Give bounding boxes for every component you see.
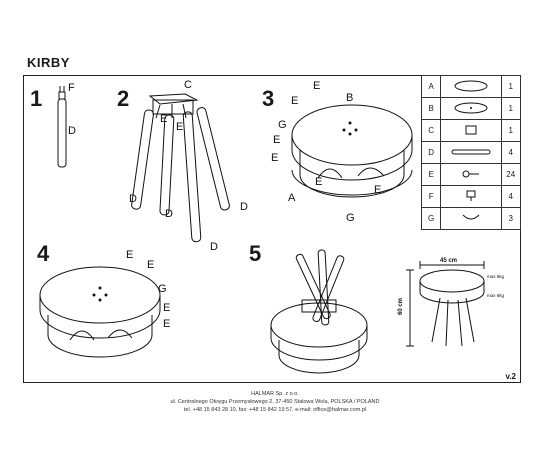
part-qty: 1	[500, 97, 521, 120]
label-e-step3a: E	[313, 80, 320, 92]
part-key: B	[420, 97, 442, 120]
part-qty: 1	[500, 75, 521, 98]
label-d-step2a: D	[129, 193, 137, 205]
step1-leg-drawing	[57, 86, 67, 168]
label-d-step2d: D	[210, 241, 218, 253]
label-e-step4a: E	[126, 249, 133, 261]
dimension-drawing	[406, 261, 485, 347]
label-e-step3e: E	[315, 176, 322, 188]
label-b-step3: B	[346, 92, 353, 104]
label-d-step2b: D	[165, 208, 173, 220]
step-number-2: 2	[117, 86, 130, 111]
label-d-step2c: D	[240, 201, 248, 213]
parts-row: C 1	[420, 119, 521, 142]
label-e-step4d: E	[163, 318, 170, 330]
label-d-step1: D	[68, 125, 76, 137]
parts-row: B 1	[420, 97, 521, 120]
footer-company: HALMAR Sp. z o.o.	[251, 391, 299, 397]
parts-row: F 4	[420, 185, 521, 208]
max-load-top: max 6kg	[487, 274, 505, 279]
label-e-step2a: E	[160, 113, 167, 125]
part-key: D	[420, 141, 442, 164]
leg-icon	[440, 141, 502, 164]
step3-table-drawing	[291, 104, 413, 198]
label-c-step2: C	[184, 79, 192, 91]
label-f-step1: F	[68, 82, 75, 94]
label-e-step4c: E	[163, 302, 170, 314]
dim-height: 60 cm	[398, 298, 404, 315]
step-number-4: 4	[37, 241, 50, 266]
part-key: F	[420, 185, 442, 208]
label-e-step3d: E	[271, 152, 278, 164]
part-key: C	[420, 119, 442, 142]
label-e-step2b: E	[176, 121, 183, 133]
max-load-shelf: max 6kg	[487, 293, 505, 298]
bracket-icon	[440, 207, 502, 230]
label-e-step3b: E	[291, 95, 298, 107]
label-e-step3c: E	[273, 134, 280, 146]
step-number-1: 1	[30, 86, 43, 111]
part-qty: 1	[500, 119, 521, 142]
company-footer: HALMAR Sp. z o.o. ul. Centralnego Okręgu…	[0, 390, 550, 414]
instruction-frame	[23, 75, 521, 383]
footer-address: ul. Centralnego Okręgu Przemysłowego 2, …	[170, 399, 380, 405]
foot-glide-icon	[440, 185, 502, 208]
step5-table-drawing	[270, 249, 368, 374]
step2-legs-drawing	[131, 93, 230, 243]
shelf-disc-icon	[440, 97, 502, 120]
leg-mount-icon	[440, 119, 502, 142]
dim-width: 45 cm	[440, 258, 457, 264]
part-key: G	[420, 207, 442, 230]
version-label: v.2	[505, 372, 516, 381]
step-number-5: 5	[249, 241, 262, 266]
product-title: KIRBY	[27, 55, 70, 70]
label-a-step3: A	[288, 192, 296, 204]
parts-row: G 3	[420, 207, 521, 230]
step-number-3: 3	[262, 86, 275, 111]
parts-table: A 1 B 1 C 1 D 4 E 24 F 4 G 3	[420, 75, 521, 230]
label-g-step3b: G	[346, 212, 355, 224]
part-key: A	[420, 75, 442, 98]
tabletop-disc-icon	[440, 75, 502, 98]
part-key: E	[420, 163, 442, 186]
part-qty: 4	[500, 141, 521, 164]
step4-table-drawing	[39, 266, 161, 358]
parts-row: A 1	[420, 75, 521, 98]
part-qty: 4	[500, 185, 521, 208]
label-g-step3: G	[278, 119, 287, 131]
label-e-step3f: E	[374, 184, 381, 196]
label-g-step4: G	[158, 283, 167, 295]
parts-row: D 4	[420, 141, 521, 164]
footer-contact: tel. +48 15 843 28 10, fax: +48 15 842 1…	[183, 407, 367, 413]
part-qty: 24	[500, 163, 521, 186]
parts-row: E 24	[420, 163, 521, 186]
label-e-step4b: E	[147, 259, 154, 271]
screw-icon	[440, 163, 502, 186]
part-qty: 3	[500, 207, 521, 230]
